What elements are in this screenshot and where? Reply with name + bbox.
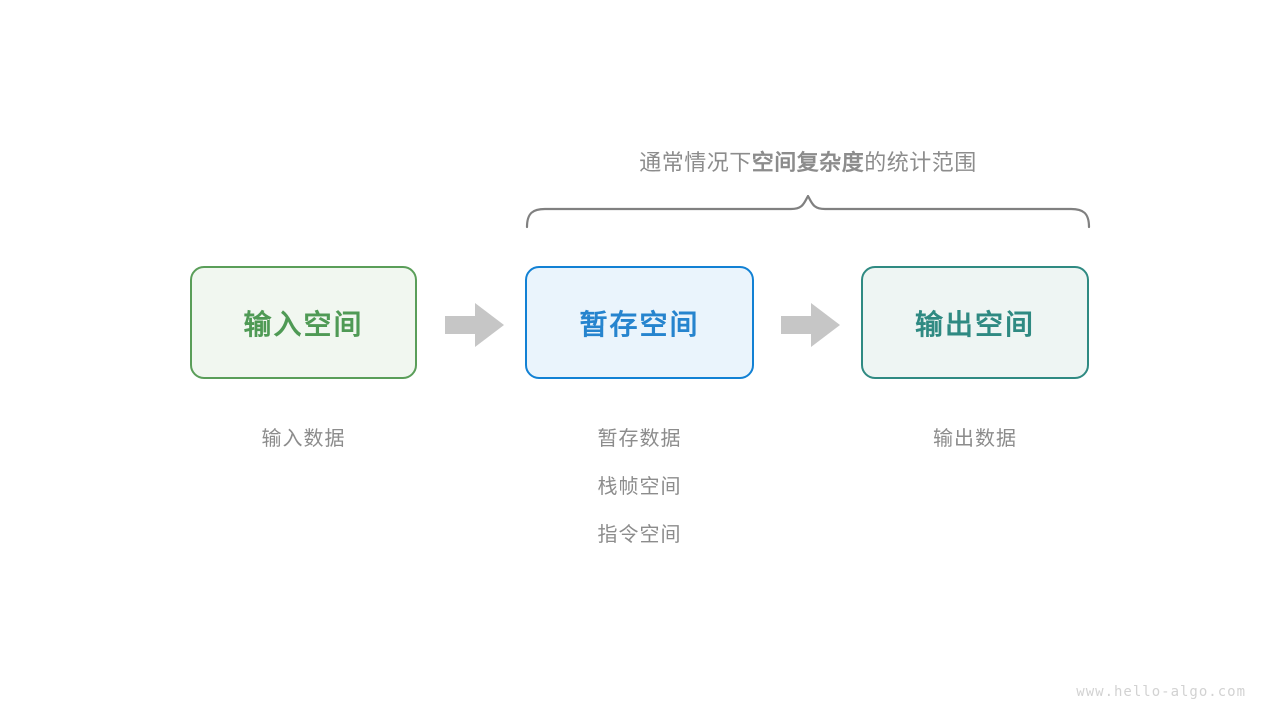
- annotation-suffix: 的统计范围: [864, 150, 977, 175]
- caption-item: 输入数据: [261, 428, 346, 450]
- flow-arrow-temp-to-output: [781, 303, 840, 347]
- watermark: www.hello-algo.com: [1076, 684, 1246, 700]
- caption-item: 栈帧空间: [597, 476, 682, 498]
- box-input-space-label: 输入空间: [243, 308, 364, 340]
- captions-output-space: 输出数据: [861, 415, 1089, 463]
- caption-item: 指令空间: [597, 524, 682, 546]
- curly-brace: [525, 195, 1091, 229]
- annotation-emphasis: 空间复杂度: [751, 150, 865, 175]
- captions-input-space: 输入数据: [190, 415, 417, 463]
- box-output-space[interactable]: 输出空间: [861, 266, 1089, 379]
- annotation-prefix: 通常情况下: [639, 150, 752, 175]
- annotation-title: 通常情况下空间复杂度的统计范围: [0, 145, 1280, 177]
- box-temp-space[interactable]: 暂存空间: [525, 266, 754, 379]
- box-output-space-label: 输出空间: [914, 308, 1035, 340]
- box-input-space[interactable]: 输入空间: [190, 266, 417, 379]
- caption-item: 输出数据: [933, 428, 1017, 450]
- captions-temp-space: 暂存数据 栈帧空间 指令空间: [525, 415, 754, 559]
- caption-item: 暂存数据: [597, 428, 682, 450]
- box-temp-space-label: 暂存空间: [579, 308, 700, 340]
- flow-arrow-input-to-temp: [445, 303, 504, 347]
